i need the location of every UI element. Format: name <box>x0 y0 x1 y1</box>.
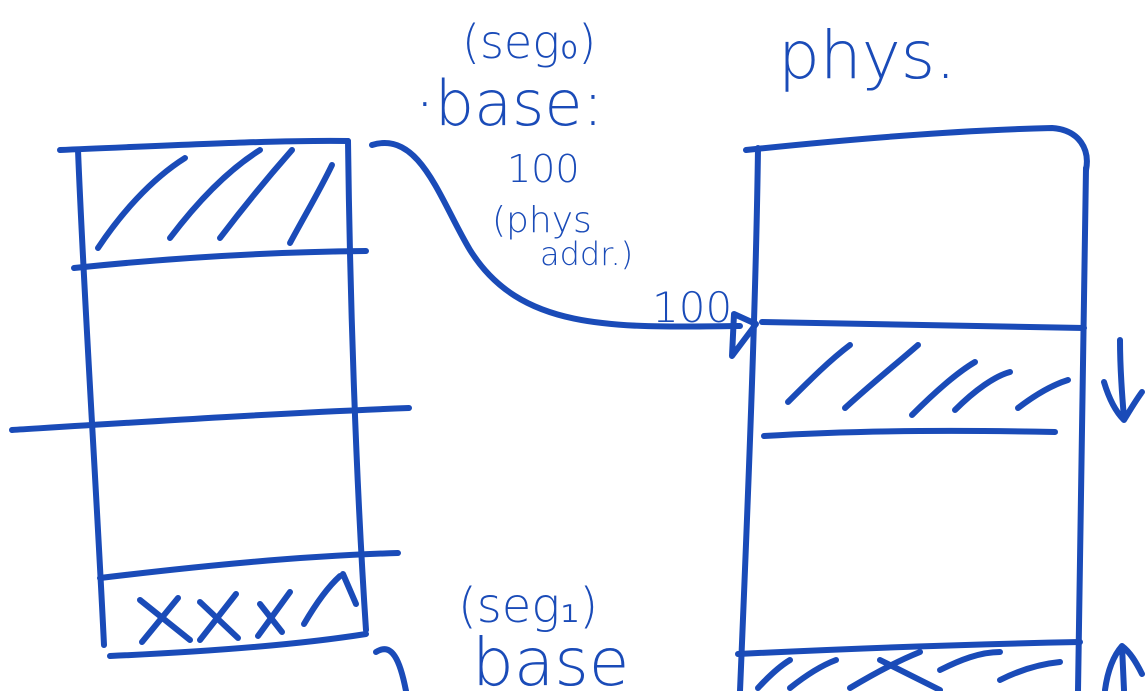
physical-block-left-edge <box>737 145 761 691</box>
seg0-label: (seg₀) <box>462 15 596 69</box>
physical-block-right-edge <box>1075 165 1089 691</box>
virtual-block-right-edge <box>345 138 369 633</box>
arrowhead-icon <box>729 311 759 359</box>
segment0-mapping-arrow <box>369 140 743 330</box>
segment1-mapping-stub <box>373 646 409 691</box>
physical-segment0-hatching <box>785 342 1071 418</box>
segment0-hatching <box>95 147 335 251</box>
grow-up-arrow-icon <box>1102 643 1145 691</box>
base0-value: 100 <box>507 147 580 191</box>
virtual-block-left-edge <box>75 147 107 648</box>
grow-down-arrow-icon <box>1101 337 1145 423</box>
physical-segment1-hatching <box>755 649 1063 691</box>
phys-title: phys. <box>778 17 956 94</box>
segment0-bottom-line <box>761 427 1058 439</box>
seg1-label: (seg₁) <box>458 578 598 634</box>
middle-divider-line <box>9 405 412 433</box>
segment0-boundary-line <box>71 248 369 271</box>
virtual-memory-block <box>9 137 412 659</box>
segment0-top-line <box>759 319 1087 331</box>
physical-block-top-edge <box>743 125 1090 173</box>
phys-addr-close: addr.) <box>540 235 633 273</box>
base0-label: ·base: <box>415 67 603 140</box>
segment1-boundary-line <box>97 550 401 581</box>
physical-memory-block <box>735 125 1145 691</box>
segment1-top-line <box>735 639 1083 657</box>
virtual-block-bottom-edge <box>107 631 369 659</box>
virtual-block-top-edge <box>57 137 351 153</box>
segment1-crosshatch <box>137 571 359 645</box>
phys-addr-open: (phys <box>492 200 592 241</box>
base1-label: base <box>472 624 629 691</box>
physical-address-label: 100 <box>652 283 732 332</box>
